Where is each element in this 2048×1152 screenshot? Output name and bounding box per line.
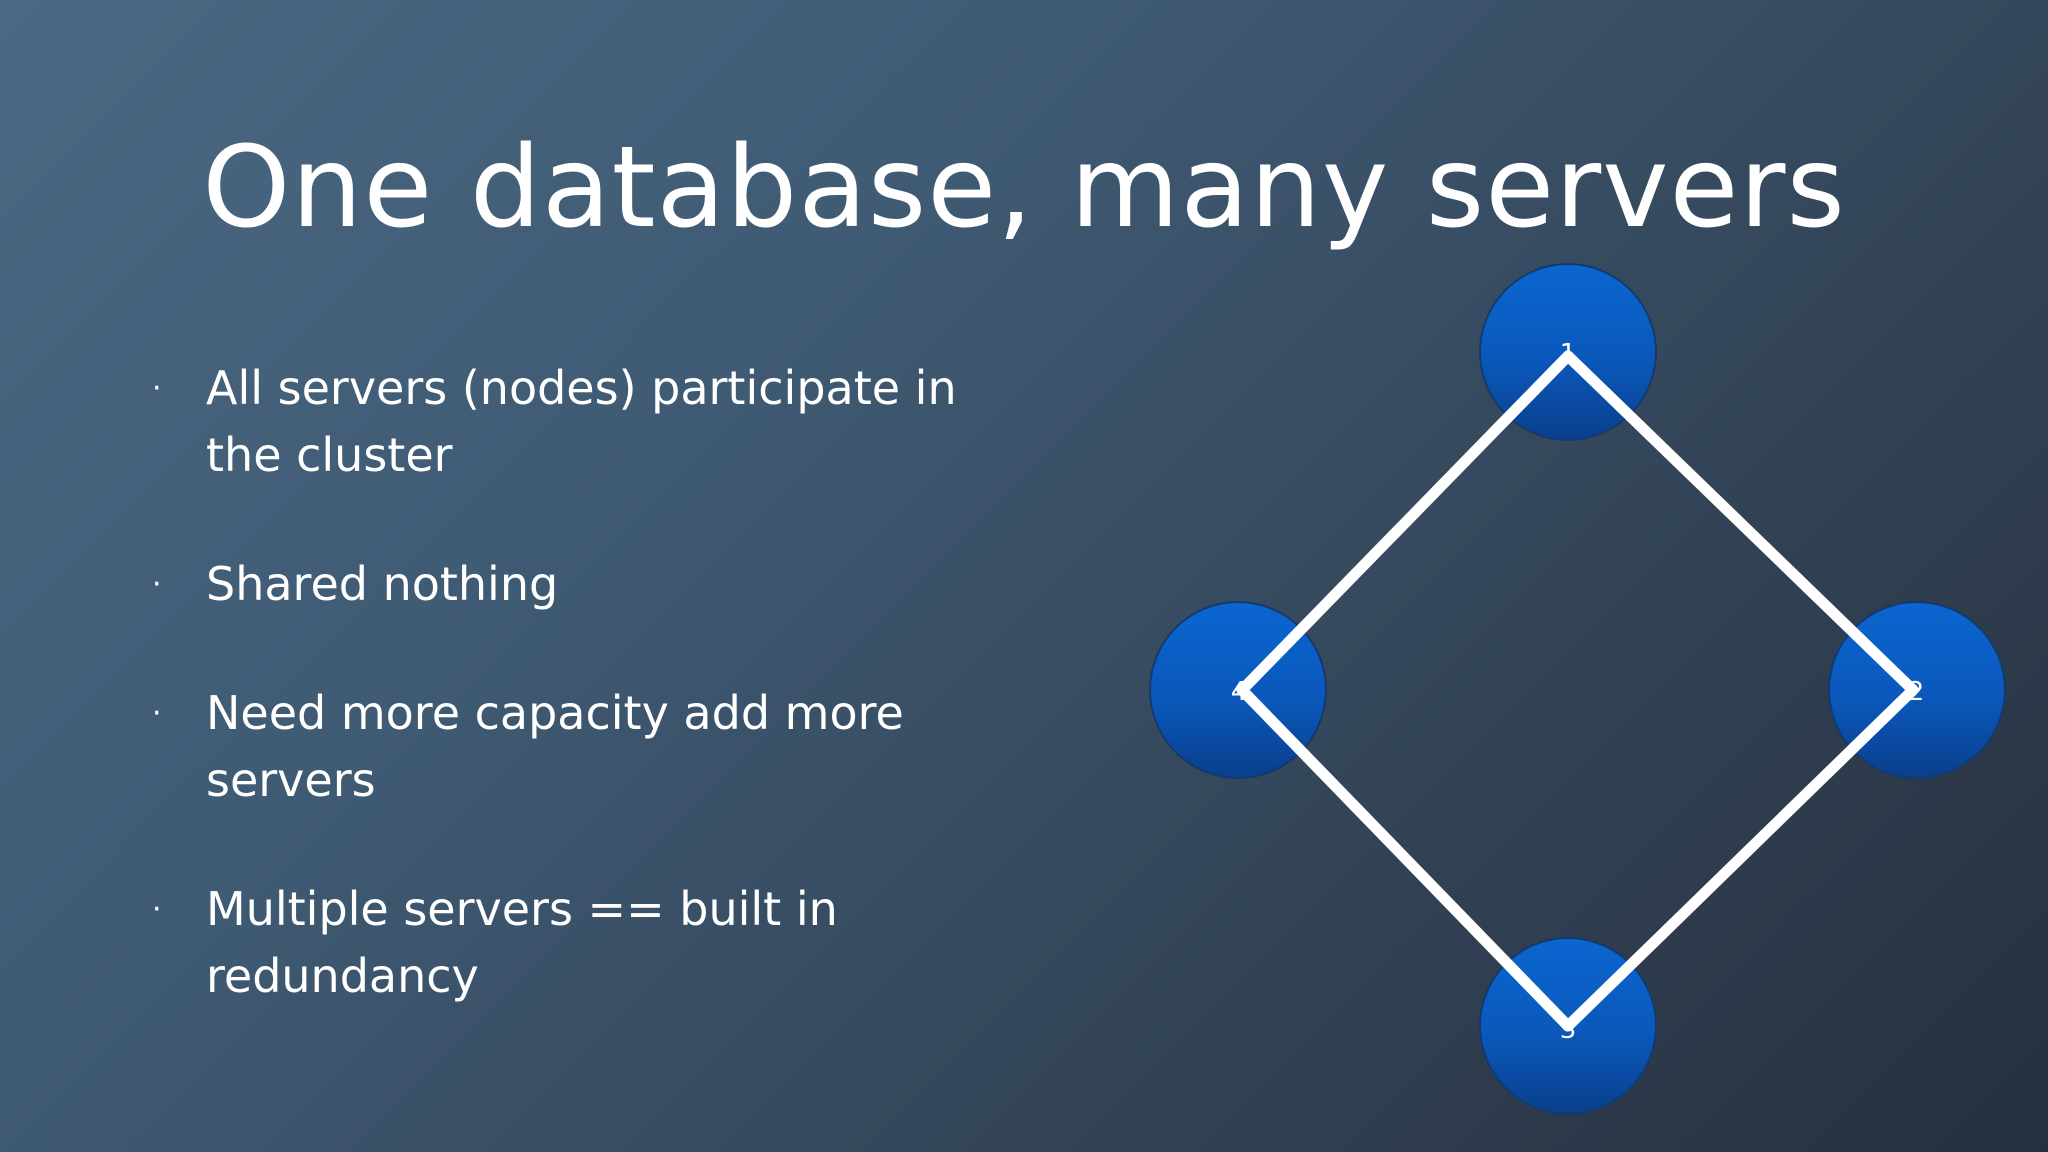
bullet-text: Shared nothing — [206, 557, 559, 611]
bullet-marker: · — [152, 567, 162, 602]
slide-title: One database, many servers — [202, 123, 1846, 253]
link-top-right — [1562, 350, 1919, 696]
bullet-text: Multiple servers == built in redundancy — [206, 882, 838, 1003]
link-bottom-left — [1236, 684, 1574, 1032]
bullet-item: · Shared nothing — [150, 551, 1030, 618]
bullet-marker: · — [152, 892, 162, 927]
bullet-text: All servers (nodes) participate in the c… — [206, 361, 957, 482]
bullet-marker: · — [152, 696, 162, 731]
bullet-text: Need more capacity add more servers — [206, 686, 904, 807]
link-right-bottom — [1562, 684, 1919, 1032]
link-left-top — [1236, 350, 1574, 696]
bullet-item: · Need more capacity add more servers — [150, 680, 1030, 814]
bullet-marker: · — [152, 371, 162, 406]
bullet-item: · All servers (nodes) participate in the… — [150, 355, 1030, 489]
bullet-item: · Multiple servers == built in redundanc… — [150, 876, 1030, 1010]
bullet-list: · All servers (nodes) participate in the… — [150, 355, 1030, 1072]
